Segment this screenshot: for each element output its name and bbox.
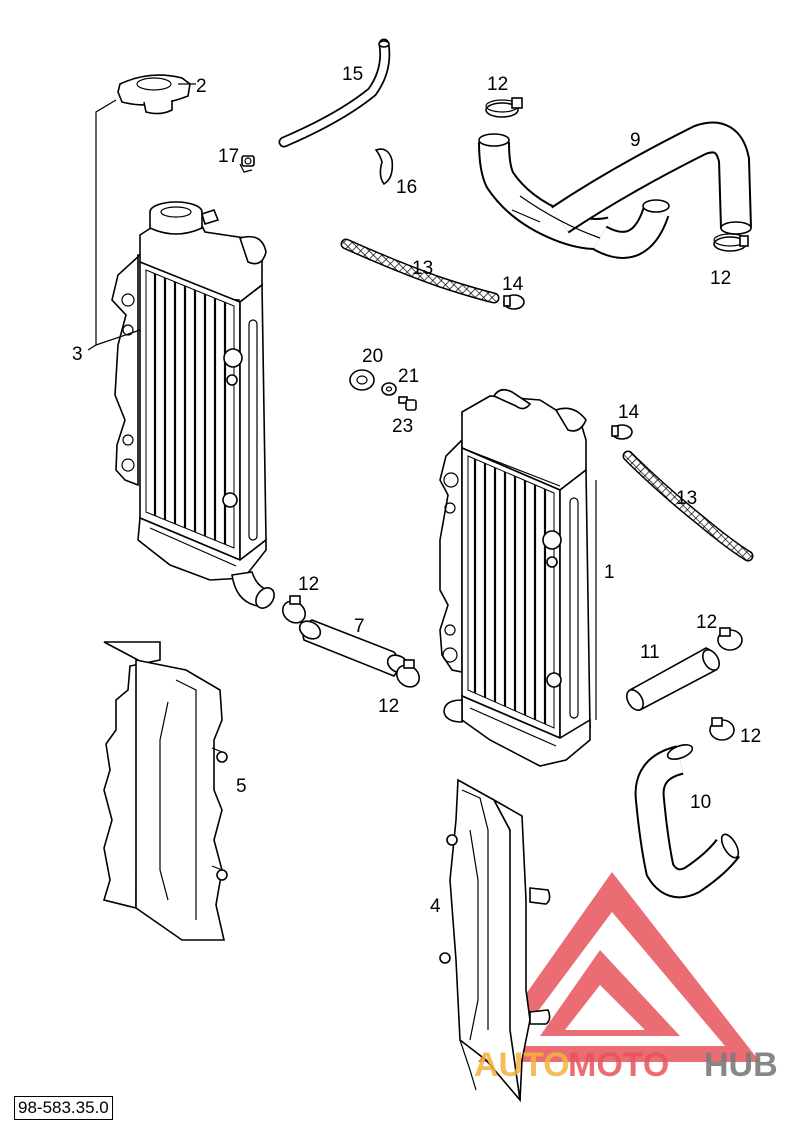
radiator-hose-9 [478, 121, 752, 259]
hose-clamp-12-hose11-top [717, 627, 743, 651]
callout-14-right: 14 [618, 402, 640, 423]
watermark-moto: MOTO [568, 1046, 669, 1084]
callout-12-hose11-bottom: 12 [740, 726, 761, 747]
rubber-grommet-20 [349, 369, 375, 391]
clip-16 [374, 148, 394, 186]
drawing-code-label: 98-583.35.0 [14, 1096, 113, 1120]
callout-20: 20 [362, 346, 383, 367]
callout-3: 3 [72, 344, 83, 365]
callout-2: 2 [196, 76, 207, 97]
callout-5: 5 [236, 776, 247, 797]
callout-15: 15 [342, 64, 363, 85]
radiator-guard-5 [102, 641, 228, 941]
hose-clamp-12-hose7-left [281, 595, 307, 624]
clamp-17 [239, 155, 255, 173]
clamp-14-right [611, 424, 633, 440]
watermark-hub: HUB [704, 1046, 778, 1084]
callout-12-hose7-left: 12 [298, 574, 319, 595]
callout-21: 21 [398, 366, 419, 387]
overflow-hose-13-upper [340, 238, 500, 304]
hose-clamp-12-top [485, 97, 523, 118]
hose-clamp-12-hose11-bottom [709, 717, 735, 741]
callout-9: 9 [630, 130, 641, 151]
watermark-brand-text: AUTO MOTO HUB [474, 1046, 778, 1084]
bolt-23 [398, 396, 417, 411]
watermark-auto: AUTO [474, 1046, 570, 1084]
callout-4: 4 [430, 896, 441, 917]
hose-clamp-12-right [713, 233, 749, 252]
callout-labels: 2 3 15 17 16 12 9 12 13 14 20 21 23 14 1… [72, 64, 761, 917]
right-radiator [439, 388, 591, 767]
callout-17: 17 [218, 146, 239, 167]
overflow-hose-13-right [622, 450, 754, 562]
watermark-triangle-center [565, 985, 645, 1030]
callout-12-right: 12 [710, 268, 731, 289]
callout-13-upper: 13 [412, 258, 433, 279]
hose-clamp-12-hose7-right [395, 659, 421, 688]
callout-10: 10 [690, 792, 711, 813]
callout-12-top: 12 [487, 74, 508, 95]
callout-23: 23 [392, 416, 413, 437]
radiator-hose-10 [634, 744, 740, 899]
radiator-guard-4 [439, 778, 551, 1103]
callout-14-upper: 14 [502, 274, 524, 295]
washer-21 [381, 382, 397, 396]
left-radiator [111, 201, 275, 609]
clamp-14-upper [503, 294, 525, 310]
leader-lines [87, 83, 597, 720]
callout-1: 1 [604, 562, 615, 583]
callout-7: 7 [354, 616, 365, 637]
callout-11: 11 [640, 642, 660, 663]
callout-16: 16 [396, 177, 417, 198]
watermark-triangle-core [540, 950, 680, 1036]
callout-12-hose11-top: 12 [696, 612, 717, 633]
radiator-cap [117, 74, 191, 115]
callout-12-hose7-right: 12 [378, 696, 399, 717]
breather-hose-15 [278, 38, 391, 148]
connecting-hose-11 [626, 647, 720, 711]
callout-13-right: 13 [676, 488, 697, 509]
